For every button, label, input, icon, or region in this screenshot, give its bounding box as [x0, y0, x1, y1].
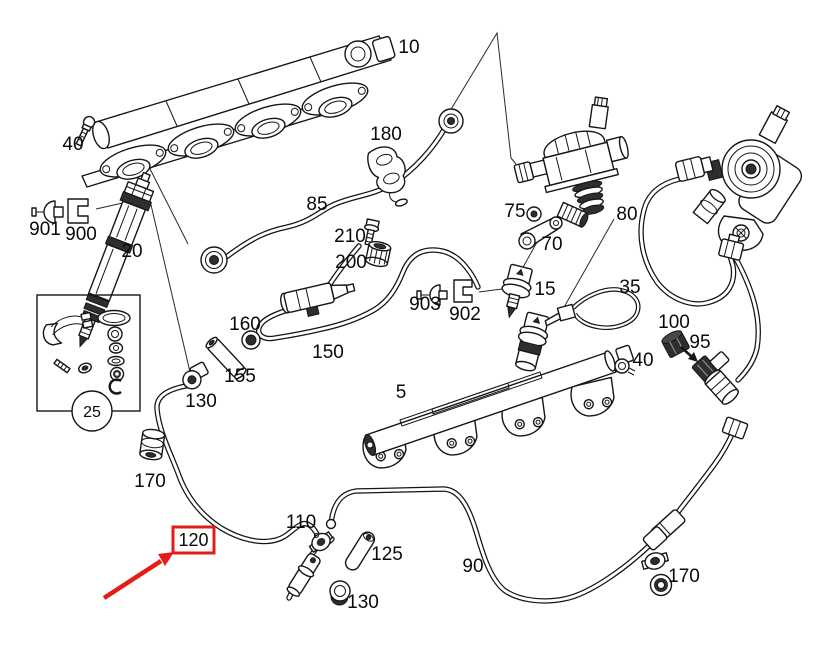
bracket-70	[518, 201, 589, 250]
valve-95	[691, 351, 739, 405]
union-nut-rail	[200, 246, 228, 274]
connector-900	[67, 198, 89, 224]
clamp-110	[308, 531, 334, 553]
callout-900[interactable]: 900	[65, 224, 97, 245]
callout-80[interactable]: 80	[616, 204, 637, 225]
tee-fitting	[642, 509, 686, 551]
nut-200	[365, 240, 392, 268]
callout-170-left[interactable]: 170	[134, 471, 166, 492]
callout-155[interactable]: 155	[224, 366, 256, 387]
callout-170-right[interactable]: 170	[668, 566, 700, 587]
callout-903[interactable]: 903	[409, 294, 441, 315]
sensor-15-mounted	[515, 311, 550, 372]
arrow-95-icon	[680, 346, 698, 362]
nut-80	[718, 233, 745, 261]
callout-5[interactable]: 5	[396, 382, 407, 403]
callout-25[interactable]: 25	[83, 404, 101, 421]
callout-180[interactable]: 180	[370, 124, 402, 145]
nut-95-lower	[721, 416, 749, 440]
callout-40-right[interactable]: 40	[632, 350, 653, 371]
kit-screw	[53, 358, 71, 374]
callout-40-left[interactable]: 40	[62, 134, 83, 155]
callout-70[interactable]: 70	[541, 234, 562, 255]
callout-902[interactable]: 902	[449, 304, 481, 325]
injector-20	[78, 171, 155, 348]
clamp-180	[367, 146, 408, 207]
kit-clip	[42, 311, 94, 346]
callout-90[interactable]: 90	[462, 556, 483, 577]
nut-130-bottom	[329, 580, 351, 606]
ring-160	[241, 330, 261, 350]
callout-20[interactable]: 20	[121, 241, 142, 262]
fitting-130-mid	[182, 361, 209, 390]
callout-200[interactable]: 200	[335, 252, 367, 273]
callout-160[interactable]: 160	[229, 314, 261, 335]
callout-130-mid[interactable]: 130	[185, 391, 217, 412]
highlight-120[interactable]: 120	[102, 525, 216, 600]
callout-110[interactable]: 110	[286, 512, 316, 533]
kit-callout-circle	[71, 390, 113, 432]
cable-tie-35	[544, 287, 641, 330]
callout-75[interactable]: 75	[504, 201, 525, 222]
sensor-15-loose	[501, 263, 533, 319]
callout-120[interactable]: 120	[178, 530, 208, 550]
callout-125[interactable]: 125	[371, 544, 403, 565]
junction-fitting-150	[280, 282, 356, 317]
bolt-40-right	[614, 358, 636, 376]
pump-unit-right	[674, 105, 803, 251]
fuel-rail-upper	[81, 35, 396, 188]
fuel-rail-lower	[362, 344, 634, 469]
tube-125	[344, 531, 376, 571]
callout-100[interactable]: 100	[658, 312, 690, 333]
connector-902	[453, 279, 473, 303]
fuel-line-80	[638, 174, 737, 307]
callout-35[interactable]: 35	[619, 277, 640, 298]
clamp-170-right	[640, 552, 673, 597]
highlight-box	[171, 525, 216, 555]
union-nut-pump	[438, 108, 464, 134]
callouts: 10 40 901 900 20 85 180 210 200 75 70 80…	[29, 37, 710, 613]
callout-85[interactable]: 85	[306, 194, 327, 215]
plug-901	[31, 200, 64, 224]
callout-95[interactable]: 95	[689, 332, 710, 353]
fuel-line-85	[218, 125, 448, 264]
bolt-210	[364, 218, 380, 247]
plug-903	[416, 284, 448, 306]
callout-210[interactable]: 210	[334, 226, 366, 247]
pump-unit-left	[513, 96, 629, 215]
repair-kit-box-25	[36, 294, 141, 432]
fuel-line-150	[256, 243, 481, 342]
callout-901[interactable]: 901	[29, 219, 61, 240]
bolt-40-left	[75, 115, 96, 147]
callout-130-bottom[interactable]: 130	[347, 592, 379, 613]
hose-end-120	[286, 553, 321, 597]
cap-100	[661, 330, 690, 358]
highlight-arrow	[102, 552, 174, 600]
fuel-line-pump-down	[668, 254, 761, 524]
grommet-75	[526, 206, 542, 222]
callout-150[interactable]: 150	[312, 342, 344, 363]
sleeve-155	[205, 336, 247, 380]
grommet-170-left	[139, 428, 166, 461]
callout-10[interactable]: 10	[398, 37, 419, 58]
callout-15[interactable]: 15	[534, 279, 555, 300]
